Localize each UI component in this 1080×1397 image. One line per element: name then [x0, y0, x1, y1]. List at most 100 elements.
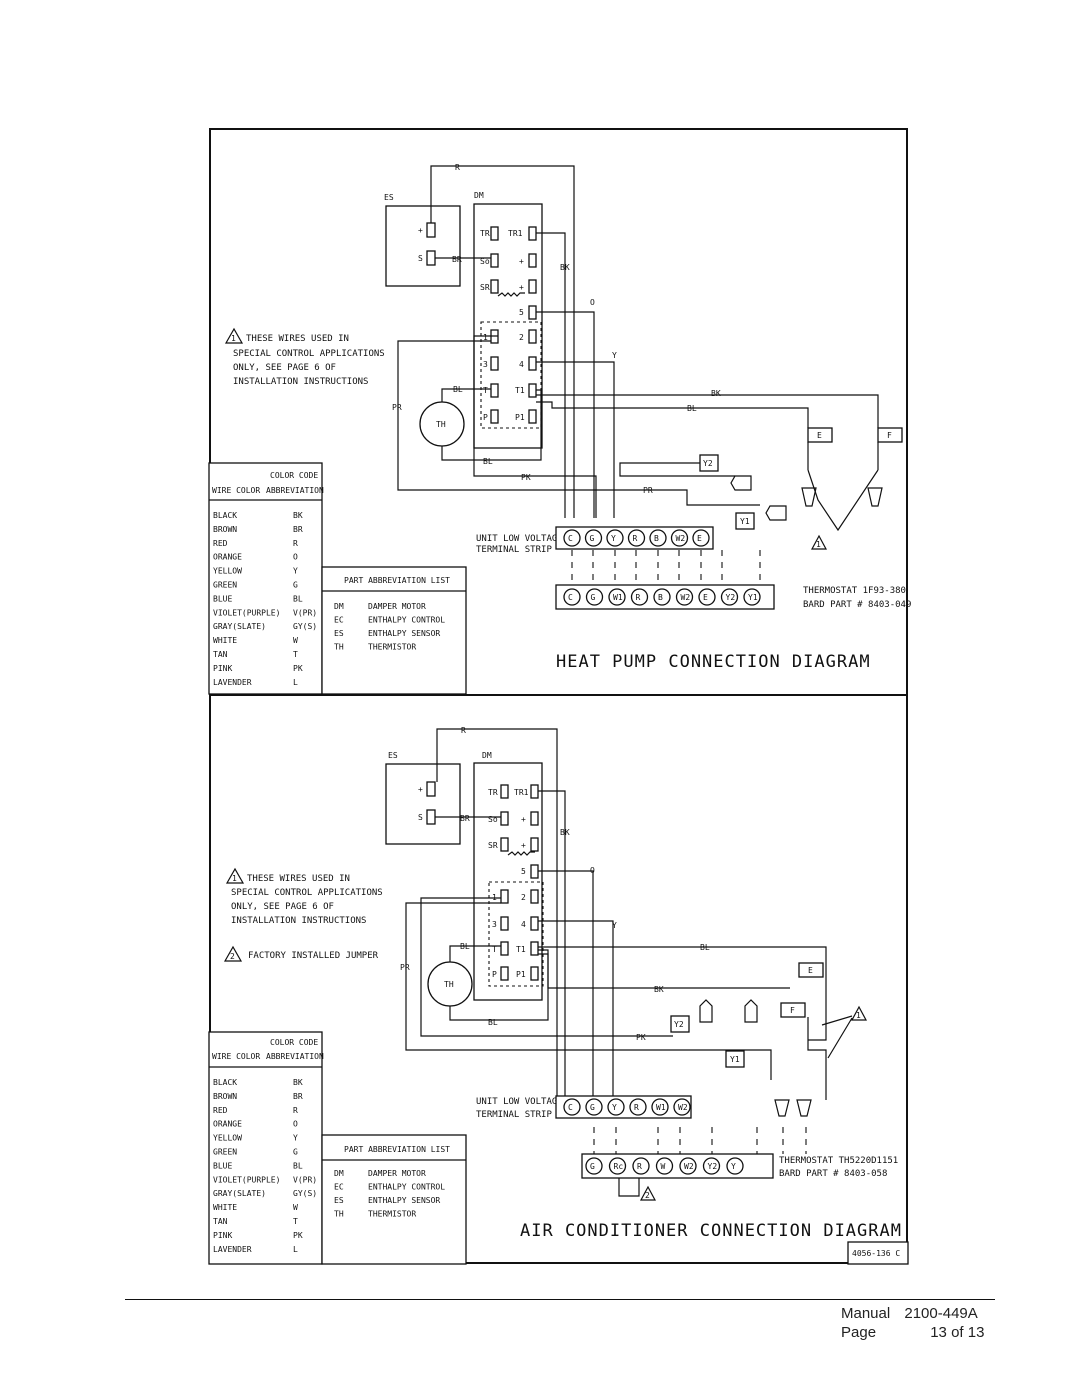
hp-tstat-terminal-label: E [703, 593, 708, 602]
part-name: ENTHALPY CONTROL [368, 616, 445, 625]
svg-text:Y: Y [612, 921, 617, 930]
svg-text:E: E [808, 966, 813, 975]
hp-unit-terminal-label: C [568, 534, 573, 543]
svg-text:ES: ES [388, 751, 398, 760]
hp-tstat-terminal [675, 588, 694, 606]
svg-text:WIRE COLOR: WIRE COLOR [212, 486, 260, 495]
ac-terminal-f [780, 1002, 806, 1018]
svg-text:T: T [483, 386, 488, 395]
hp-tstat-terminal [608, 588, 626, 606]
hp-tstat-terminal-label: Y2 [726, 593, 736, 602]
svg-text:1: 1 [483, 333, 488, 342]
svg-text:SR: SR [488, 841, 498, 850]
hp-tstat-terminal [563, 588, 581, 606]
ac-tstat-terminal-label: Y2 [708, 1162, 718, 1171]
hp-unit-terminal-label: W2 [676, 534, 686, 543]
svg-text:O: O [590, 866, 595, 875]
wire-color-name: PINK [213, 1231, 232, 1240]
svg-text:+: + [519, 257, 524, 266]
hp-tstat-terminal-label: W1 [613, 593, 623, 602]
svg-text:+: + [519, 283, 524, 292]
svg-text:THESE WIRES USED IN: THESE WIRES USED IN [247, 874, 350, 884]
hp-unit-terminal [563, 529, 581, 547]
svg-text:BARD PART # 8403-058: BARD PART # 8403-058 [779, 1169, 887, 1179]
part-abbr: ES [334, 629, 344, 638]
hp-tstat-terminal [585, 588, 604, 606]
page-value: 13 of 13 [930, 1324, 985, 1341]
footer-page: Page 13 of 13 [841, 1324, 984, 1341]
svg-text:INSTALLATION INSTRUCTIONS: INSTALLATION INSTRUCTIONS [231, 916, 366, 926]
hp-tstat-terminal-label: C [568, 593, 573, 602]
svg-text:SPECIAL CONTROL APPLICATIONS: SPECIAL CONTROL APPLICATIONS [231, 888, 383, 898]
part-abbr: TH [334, 643, 344, 652]
svg-text:2: 2 [645, 1191, 650, 1200]
svg-text:BL: BL [460, 942, 470, 951]
svg-text:BK: BK [711, 389, 721, 398]
wire-color-name: GRAY(SLATE) [213, 622, 266, 631]
ac-unit-terminal-label: W2 [678, 1103, 688, 1112]
wire-color-abbr: BK [293, 1078, 303, 1087]
drawing-number-box [847, 1241, 909, 1265]
wire-color-name: BLACK [213, 1078, 237, 1087]
hp-dm-label: DM [474, 191, 484, 200]
svg-text:TERMINAL STRIP: TERMINAL STRIP [476, 545, 552, 555]
hp-title: HEAT PUMP CONNECTION DIAGRAM [556, 652, 871, 672]
svg-text:S: S [418, 254, 423, 263]
hp-tstat-terminal [653, 588, 671, 606]
svg-text:P1: P1 [515, 413, 525, 422]
heat-pump-diagram: ES + S DM TR TR1 So + SR + 5 1 2 3 4 T T… [224, 163, 911, 672]
part-abbr: ES [334, 1196, 344, 1205]
wire-color-abbr: G [293, 1148, 298, 1157]
ac-tstat-terminal [726, 1157, 744, 1175]
wire-color-name: VIOLET(PURPLE) [213, 608, 280, 617]
ac-unit-terminal [651, 1098, 669, 1116]
svg-text:1: 1 [856, 1011, 861, 1020]
part-name: ENTHALPY CONTROL [368, 1183, 445, 1192]
hp-unit-terminal-label: G [590, 534, 595, 543]
part-name: ENTHALPY SENSOR [368, 629, 440, 638]
wire-color-abbr: O [293, 553, 298, 562]
svg-text:So: So [480, 257, 490, 266]
svg-text:WIRE COLOR: WIRE COLOR [212, 1052, 260, 1061]
hp-unit-terminal-label: R [633, 534, 638, 543]
svg-text:COLOR CODE: COLOR CODE [270, 471, 318, 480]
svg-text:BR: BR [452, 255, 462, 264]
hp-wire-r [430, 165, 575, 518]
svg-text:+: + [521, 815, 526, 824]
wire-color-abbr: BL [293, 1161, 303, 1170]
svg-text:UNIT LOW VOLTAGE: UNIT LOW VOLTAGE [476, 1097, 563, 1107]
svg-text:TR1: TR1 [508, 229, 523, 238]
svg-text:5: 5 [521, 867, 526, 876]
ac-unit-terminal [673, 1098, 691, 1116]
ac-tstat-terminal [585, 1157, 603, 1175]
wire-color-abbr: T [293, 650, 298, 659]
wire-color-abbr: PK [293, 1231, 303, 1240]
part-name: DAMPER MOTOR [368, 602, 426, 611]
ac-unit-terminal [629, 1098, 647, 1116]
wire-color-name: VIOLET(PURPLE) [213, 1175, 280, 1184]
hp-es-label: ES [384, 193, 394, 202]
svg-text:BR: BR [460, 814, 470, 823]
ac-tstat-terminal-label: G [590, 1162, 595, 1171]
wire-color-abbr: PK [293, 664, 303, 673]
wire-color-abbr: BR [293, 1092, 303, 1101]
svg-text:BL: BL [483, 457, 493, 466]
wire-color-abbr: GY(S) [293, 622, 317, 631]
svg-text:ABBREVIATION: ABBREVIATION [266, 486, 324, 495]
wire-color-name: ORANGE [213, 1120, 242, 1129]
svg-text:+: + [418, 226, 423, 235]
wire-color-abbr: BL [293, 594, 303, 603]
svg-text:2: 2 [230, 952, 235, 961]
hp-tstat-terminal [698, 588, 716, 606]
wire-color-name: BROWN [213, 1092, 237, 1101]
svg-text:BK: BK [560, 828, 570, 837]
hp-tstat-terminal-label: R [636, 593, 641, 602]
svg-text:Y2: Y2 [703, 459, 713, 468]
svg-text:P: P [492, 970, 497, 979]
svg-text:ONLY, SEE PAGE 6 OF: ONLY, SEE PAGE 6 OF [233, 363, 336, 373]
ac-title: AIR CONDITIONER CONNECTION DIAGRAM [520, 1221, 902, 1241]
svg-text:T1: T1 [516, 945, 526, 954]
svg-text:Y1: Y1 [740, 517, 750, 526]
part-abbr: DM [334, 1169, 344, 1178]
